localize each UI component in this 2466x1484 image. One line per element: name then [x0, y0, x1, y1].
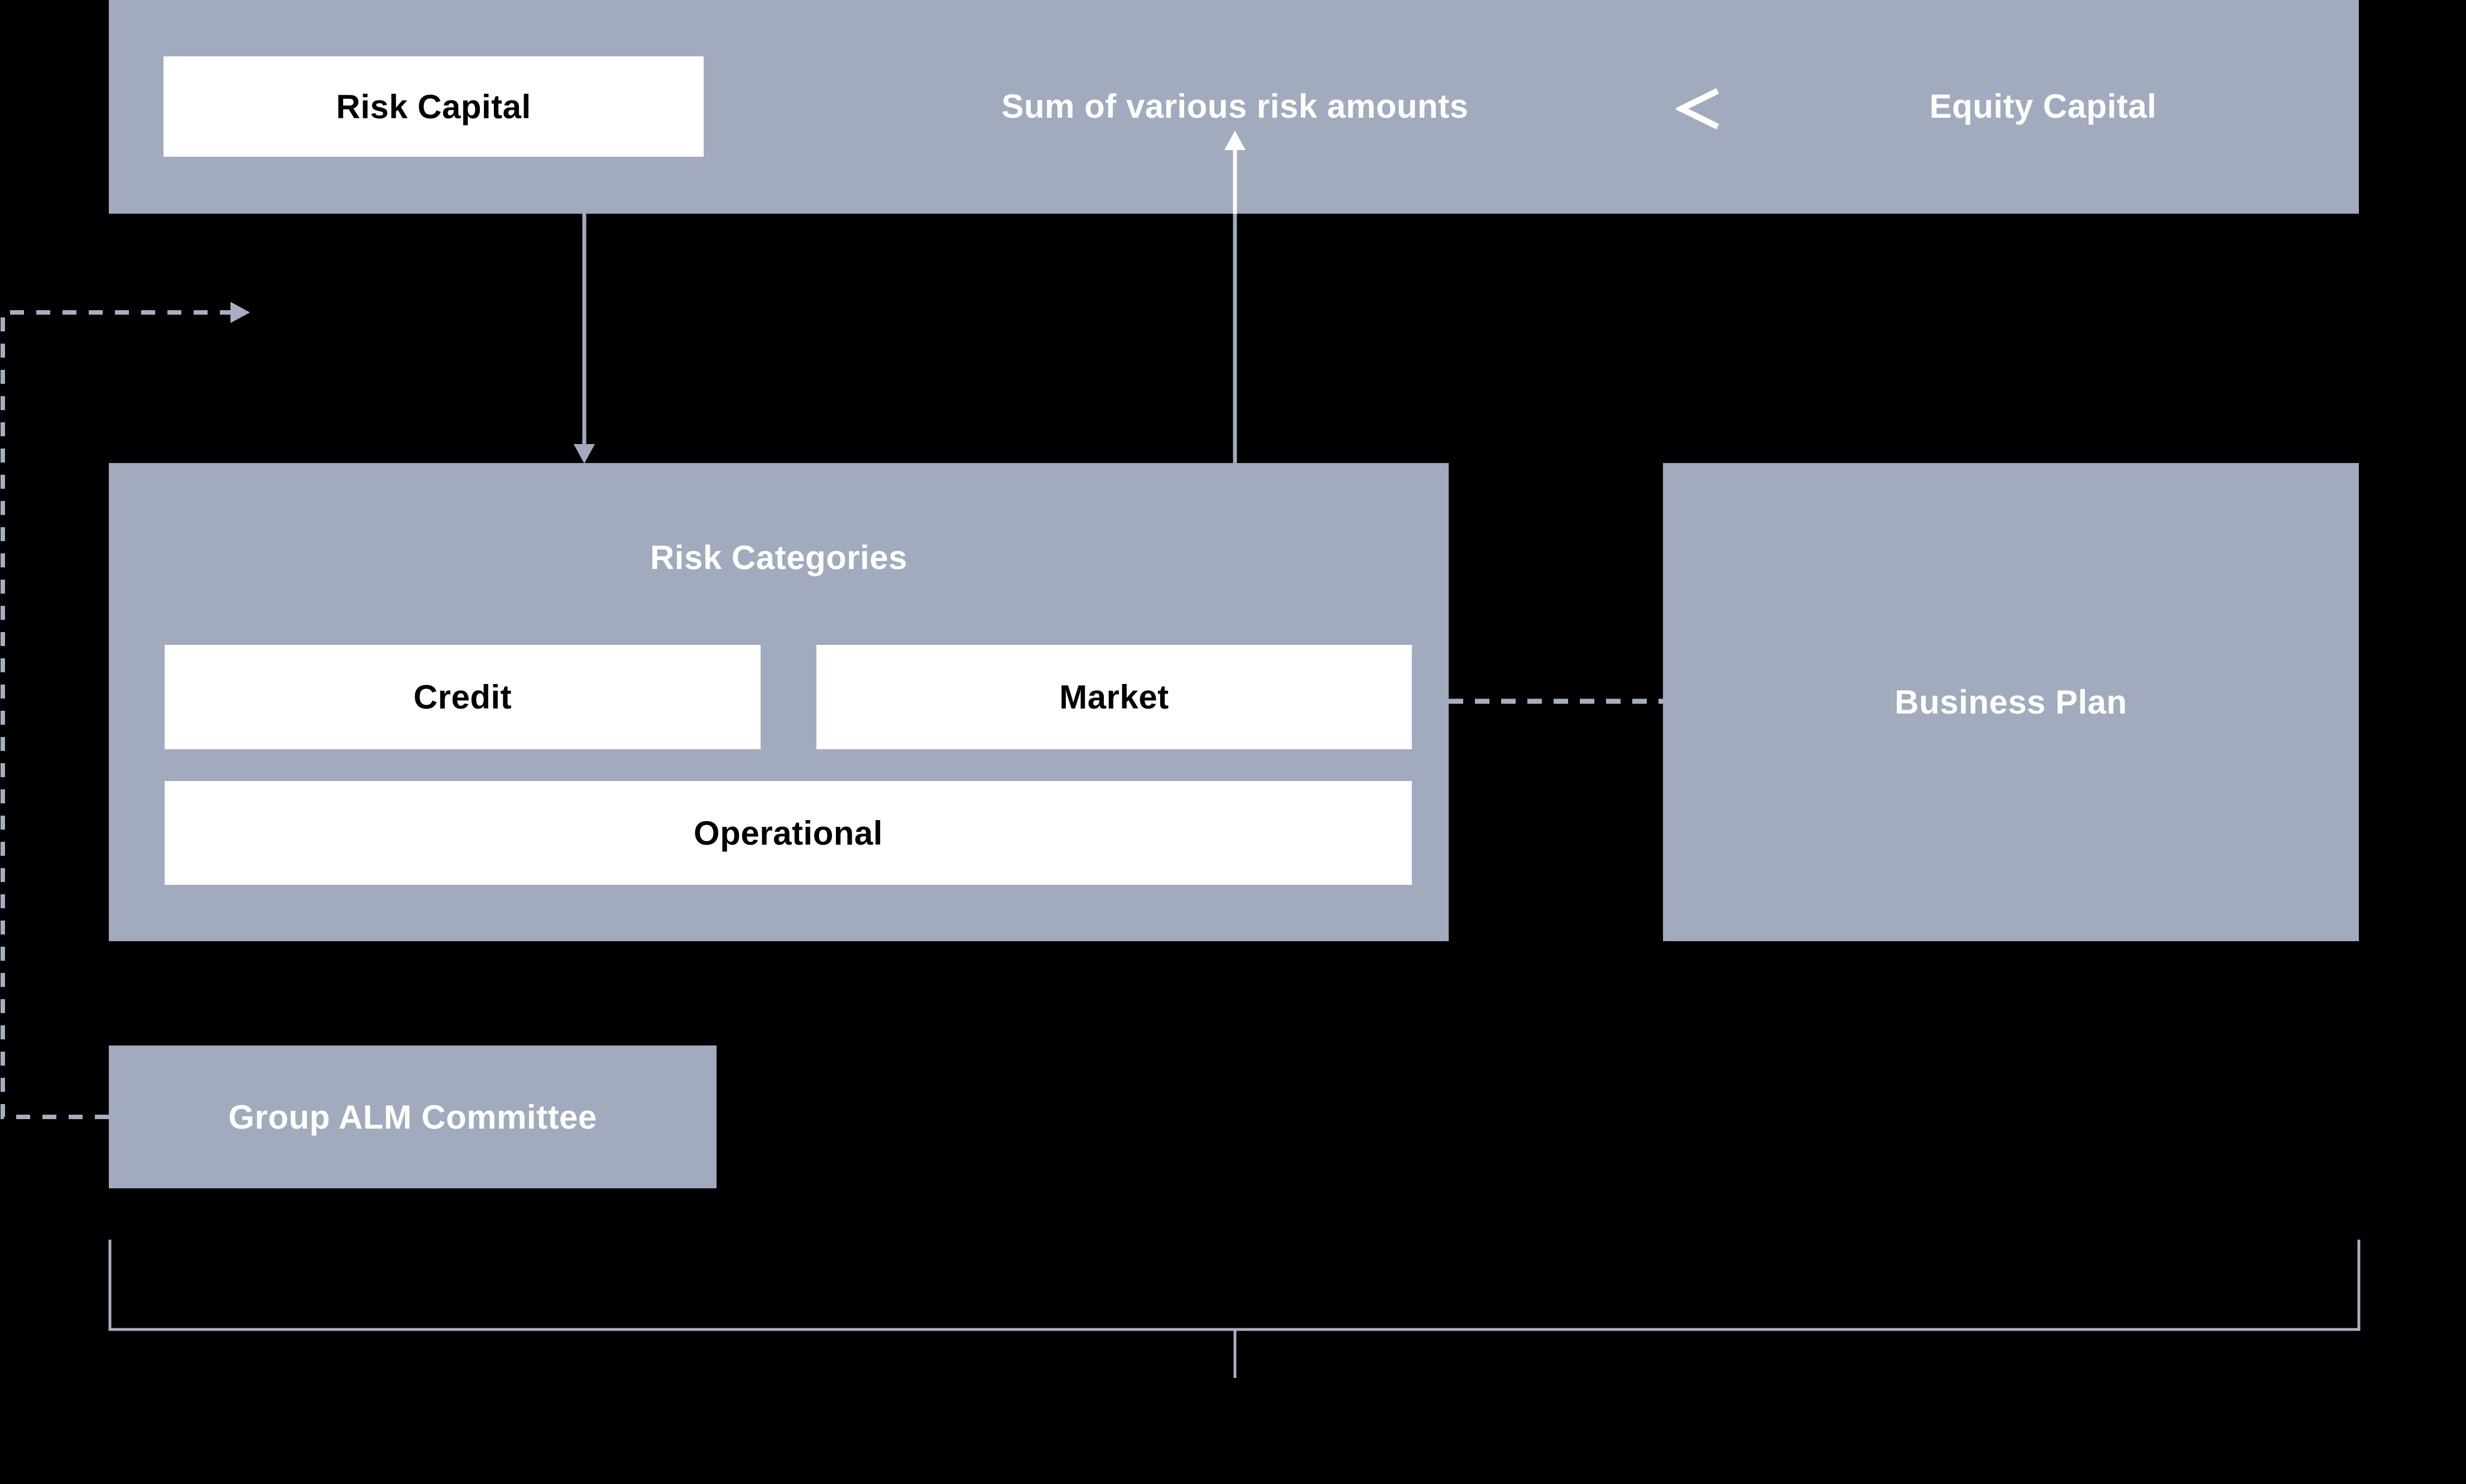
risk-capital-to-categories-arrowhead	[574, 444, 595, 464]
group-alm-panel: Group ALM Committee	[109, 1045, 717, 1188]
bottom-bracket	[108, 1240, 2361, 1331]
group-alm-label: Group ALM Committee	[228, 1098, 597, 1136]
risk-capital-box: Risk Capital	[164, 56, 704, 157]
credit-label: Credit	[413, 678, 512, 716]
sum-of-risk-amounts-label: Sum of various risk amounts	[1001, 88, 1469, 125]
business-plan-panel: Business Plan	[1663, 463, 2359, 941]
risk-categories-title: Risk Categories	[650, 539, 907, 576]
market-box: Market	[816, 645, 1412, 749]
risk-categories-panel: Risk Categories Credit Market Operationa…	[109, 463, 1449, 941]
group-alm-dashed-arrowhead	[230, 302, 250, 323]
equity-capital-label: Equity Capital	[1929, 88, 2157, 125]
market-label: Market	[1059, 678, 1169, 716]
risk-capital-label: Risk Capital	[336, 88, 531, 126]
business-plan-label: Business Plan	[1895, 683, 2127, 721]
less-than-icon	[1676, 88, 1719, 129]
operational-box: Operational	[165, 781, 1412, 885]
operational-label: Operational	[694, 814, 883, 852]
credit-box: Credit	[165, 645, 761, 749]
